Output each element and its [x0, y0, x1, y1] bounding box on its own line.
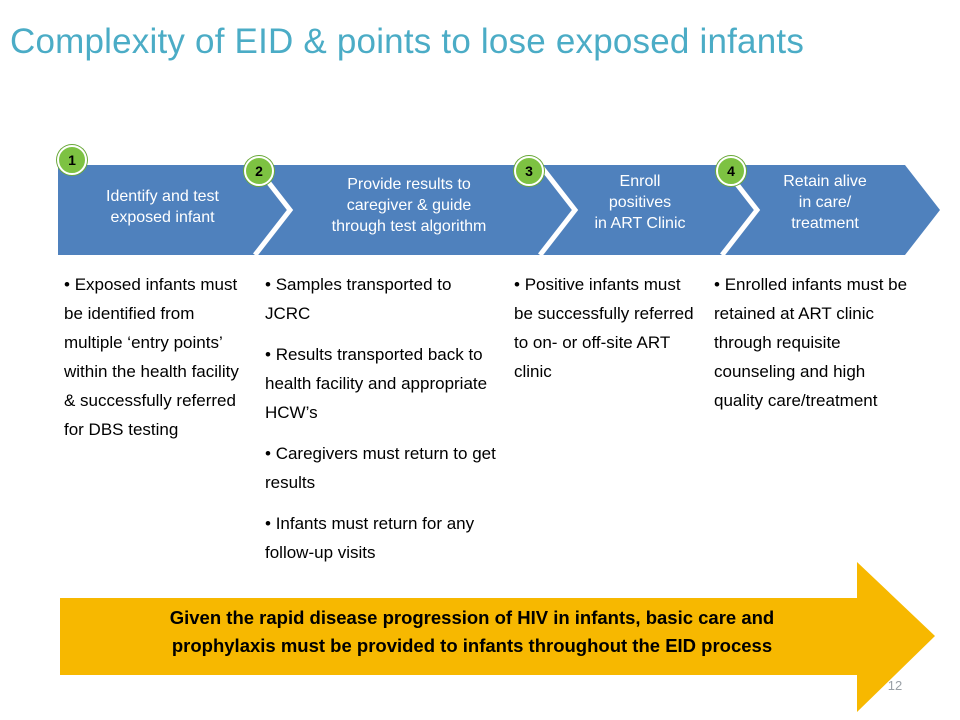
bullet-item: • Samples transported to JCRC [265, 275, 452, 323]
step-4-badge: 4 [716, 156, 746, 186]
bullet-item: • Positive infants must be successfully … [514, 275, 694, 381]
step-2-bullets: • Samples transported to JCRC • Results … [265, 270, 500, 579]
banner-arrow [60, 562, 935, 712]
bullet-item: • Infants must return for any follow-up … [265, 514, 475, 562]
bullet-item: • Exposed infants must be identified fro… [64, 275, 239, 439]
page-number: 12 [887, 678, 903, 693]
step-1-badge: 1 [57, 145, 87, 175]
banner-text: Given the rapid disease progression of H… [169, 607, 775, 656]
step-3-bullets: • Positive infants must be successfully … [514, 270, 694, 398]
bullet-item: • Enrolled infants must be retained at A… [714, 275, 908, 410]
step-2-badge: 2 [244, 156, 274, 186]
bullet-item: • Caregivers must return to get results [265, 444, 496, 492]
step-1-bullets: • Exposed infants must be identified fro… [64, 270, 254, 456]
step-1-chevron [58, 165, 290, 255]
step-3-chevron [540, 165, 757, 255]
page-title: Complexity of EID & points to lose expos… [10, 22, 805, 61]
step-4-bullets: • Enrolled infants must be retained at A… [714, 270, 919, 427]
step-2-chevron [255, 165, 575, 255]
bullet-item: • Results transported back to health fac… [265, 345, 488, 422]
step-3-badge: 3 [514, 156, 544, 186]
step-4-chevron [722, 165, 940, 255]
step-separator [538, 163, 579, 257]
